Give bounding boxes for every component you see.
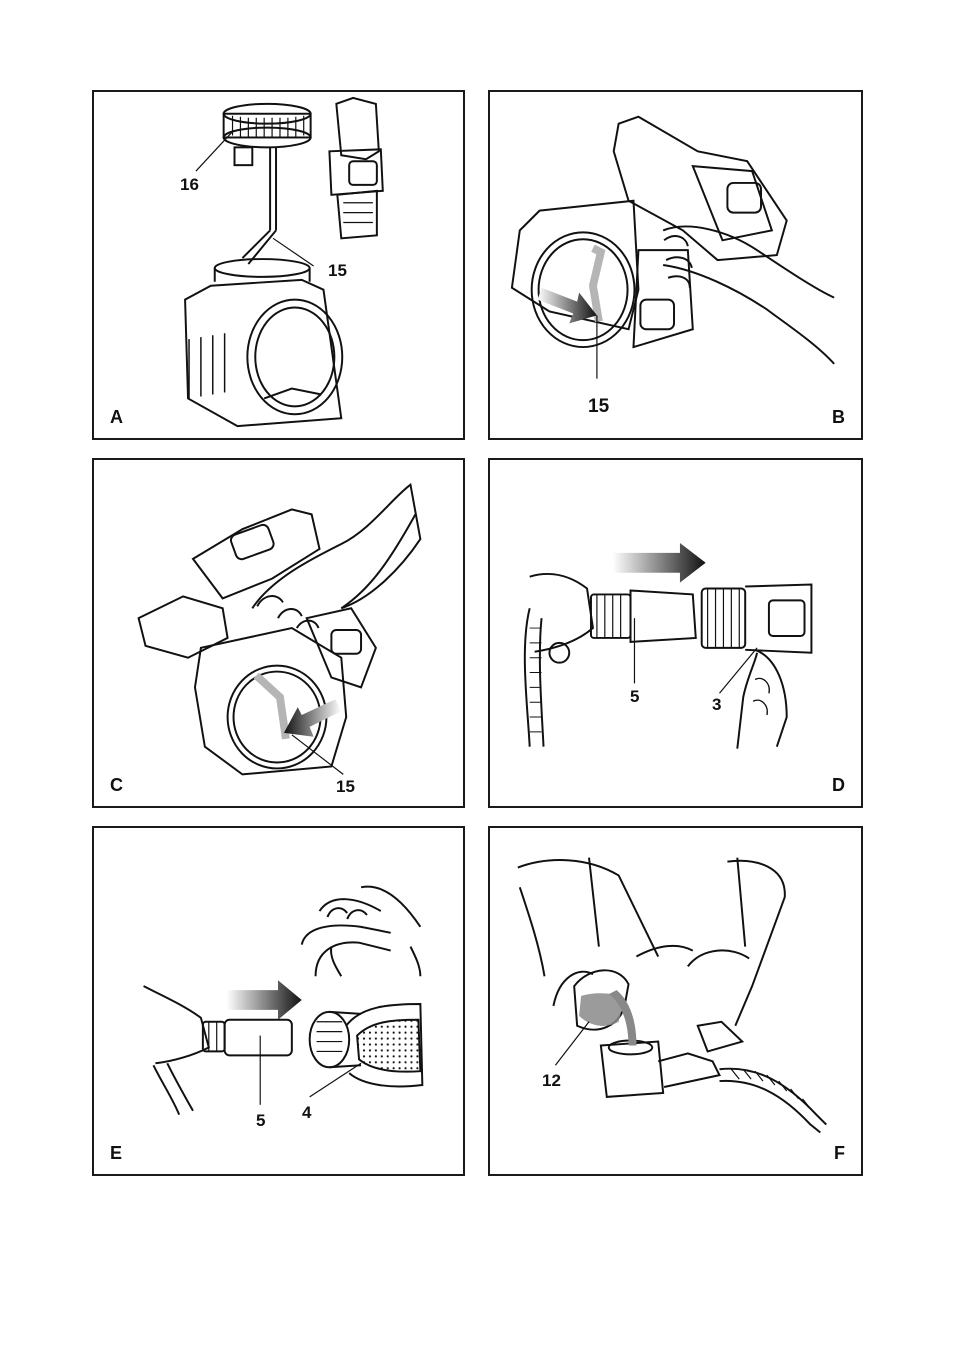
callout-15: 15 bbox=[328, 262, 347, 279]
callout-5: 5 bbox=[256, 1112, 265, 1129]
figure-panel-a: 16 15 A bbox=[92, 90, 465, 440]
figure-panel-c: 15 C bbox=[92, 458, 465, 808]
figure-panel-b: 15 B bbox=[488, 90, 863, 440]
illustration-tube-facing-forward bbox=[490, 92, 861, 438]
callout-4: 4 bbox=[302, 1104, 311, 1121]
illustration-container-lid-and-tube bbox=[94, 92, 463, 438]
callout-15: 15 bbox=[588, 398, 609, 415]
figure-panel-d: 5 3 D bbox=[488, 458, 863, 808]
panel-letter: D bbox=[832, 776, 845, 794]
figure-panel-f: 12 F bbox=[488, 826, 863, 1176]
callout-12: 12 bbox=[542, 1072, 561, 1089]
callout-5: 5 bbox=[630, 688, 639, 705]
figure-panel-e: 5 4 E bbox=[92, 826, 465, 1176]
illustration-tube-facing-backward bbox=[94, 460, 463, 806]
callout-16: 16 bbox=[180, 176, 199, 193]
illustration-hose-to-base-unit bbox=[94, 828, 463, 1174]
panel-letter: E bbox=[110, 1144, 122, 1162]
callout-3: 3 bbox=[712, 696, 721, 713]
panel-letter: B bbox=[832, 408, 845, 426]
callout-15: 15 bbox=[336, 778, 355, 795]
panel-letter: C bbox=[110, 776, 123, 794]
panel-letter: A bbox=[110, 408, 123, 426]
illustration-pouring-paint bbox=[490, 828, 861, 1174]
illustration-hose-to-gun bbox=[490, 460, 861, 806]
panel-letter: F bbox=[834, 1144, 845, 1162]
